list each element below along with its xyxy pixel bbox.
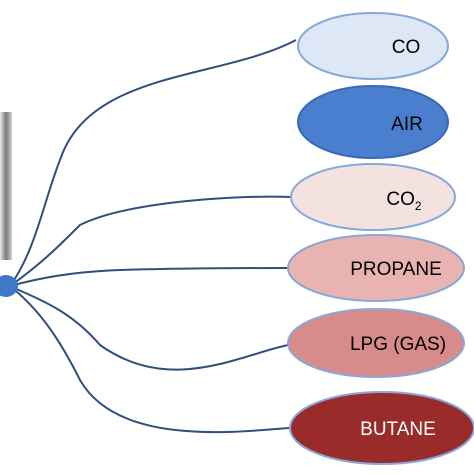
node-butane-ellipse [289,391,474,465]
node-air-ellipse [297,85,449,159]
node-co2-ellipse [290,163,456,231]
node-lpg-label: LPG (GAS) [350,334,446,355]
connector-lines [9,39,297,434]
node-air: AIR [297,85,449,159]
sensor-image [0,112,12,260]
node-co2-label: CO2 [386,189,422,213]
node-lpg: LPG (GAS) [287,308,465,378]
node-butane-label: BUTANE [360,419,436,440]
hub-dot [0,275,18,297]
connector-lpg [9,285,289,371]
connector-butane [9,285,291,434]
node-co-ellipse [297,12,449,80]
node-co: CO [297,12,449,80]
node-co-label: CO [392,37,421,58]
node-co2: CO2 [290,163,456,231]
connector-co [9,39,297,287]
node-propane-label: PROPANE [350,259,442,280]
node-propane-ellipse [287,234,465,302]
node-butane: BUTANE [289,391,474,465]
node-lpg-ellipse [287,308,465,378]
node-co2-subscript: 2 [415,199,422,213]
connector-propane [9,267,289,287]
node-air-label: AIR [391,114,423,135]
connector-co2 [9,195,291,287]
node-propane: PROPANE [287,234,465,302]
